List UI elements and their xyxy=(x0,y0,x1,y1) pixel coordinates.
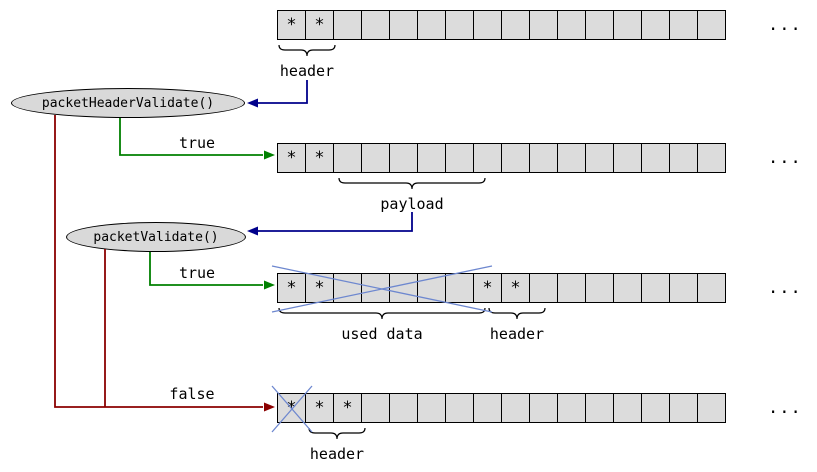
buffer-header-valid-payload: ** xyxy=(277,143,726,173)
byte-cell: * xyxy=(277,10,306,40)
byte-cell: * xyxy=(305,273,334,303)
false-arrowhead xyxy=(264,402,275,412)
byte-cell xyxy=(333,143,362,173)
payload-pointer-edge xyxy=(258,212,413,232)
byte-cell xyxy=(585,393,614,423)
byte-cell xyxy=(361,273,390,303)
byte-cell xyxy=(361,393,390,423)
byte-cell xyxy=(389,273,418,303)
byte-cell xyxy=(585,143,614,173)
byte-cell xyxy=(445,10,474,40)
row-ellipsis: ... xyxy=(768,398,802,418)
byte-cell: * xyxy=(277,273,306,303)
brace-header xyxy=(488,307,546,320)
packet-header-validate-label: packetHeaderValidate() xyxy=(41,95,215,111)
false-edge-label: false xyxy=(169,385,215,403)
header-pointer-edge xyxy=(258,80,308,104)
byte-cell xyxy=(613,273,642,303)
true-edge-label-1: true xyxy=(178,134,216,152)
row-ellipsis: ... xyxy=(768,15,802,35)
buffer-packet-valid-used-data: **** xyxy=(277,273,726,303)
byte-cell xyxy=(445,393,474,423)
byte-cell xyxy=(501,393,530,423)
header-validate-false-edge xyxy=(54,115,263,408)
byte-cell xyxy=(473,10,502,40)
byte-cell xyxy=(613,143,642,173)
byte-cell: * xyxy=(473,273,502,303)
byte-cell xyxy=(641,10,670,40)
byte-cell xyxy=(697,273,726,303)
byte-cell xyxy=(697,393,726,423)
byte-cell xyxy=(585,10,614,40)
packet-validate-true-arrowhead xyxy=(264,280,275,290)
row-ellipsis: ... xyxy=(768,278,802,298)
byte-cell: * xyxy=(333,393,362,423)
byte-cell xyxy=(361,10,390,40)
byte-cell xyxy=(613,10,642,40)
row-ellipsis: ... xyxy=(768,148,802,168)
header-pointer-arrowhead xyxy=(247,98,258,108)
byte-cell: * xyxy=(305,143,334,173)
byte-cell xyxy=(445,273,474,303)
brace-label-used-data: used data xyxy=(341,325,423,343)
byte-cell xyxy=(613,393,642,423)
byte-cell xyxy=(389,10,418,40)
byte-cell: * xyxy=(277,393,306,423)
buffer-header-invalid-skip-byte: *** xyxy=(277,393,726,423)
byte-cell xyxy=(557,10,586,40)
byte-cell xyxy=(417,273,446,303)
byte-cell xyxy=(417,143,446,173)
byte-cell xyxy=(501,143,530,173)
byte-cell xyxy=(473,143,502,173)
packet-validate-node: packetValidate() xyxy=(66,222,246,252)
brace-label-payload: payload xyxy=(380,195,444,213)
byte-cell: * xyxy=(277,143,306,173)
byte-cell xyxy=(641,273,670,303)
buffer-header-found: ** xyxy=(277,10,726,40)
brace-label-header: header xyxy=(309,445,365,463)
byte-cell xyxy=(361,143,390,173)
brace-header xyxy=(308,427,366,440)
byte-cell xyxy=(529,273,558,303)
byte-cell xyxy=(641,393,670,423)
byte-cell xyxy=(557,273,586,303)
byte-cell xyxy=(473,393,502,423)
byte-cell xyxy=(697,143,726,173)
byte-cell: * xyxy=(501,273,530,303)
byte-cell xyxy=(669,143,698,173)
true-edge-label-2: true xyxy=(178,264,216,282)
byte-cell xyxy=(557,143,586,173)
byte-cell: * xyxy=(305,10,334,40)
byte-cell: * xyxy=(305,393,334,423)
byte-cell xyxy=(501,10,530,40)
byte-cell xyxy=(669,393,698,423)
brace-label-header: header xyxy=(489,325,545,343)
byte-cell xyxy=(697,10,726,40)
byte-cell xyxy=(417,393,446,423)
brace-used-data xyxy=(278,307,486,320)
byte-cell xyxy=(333,10,362,40)
byte-cell xyxy=(641,143,670,173)
brace-header xyxy=(278,44,336,57)
byte-cell xyxy=(333,273,362,303)
byte-cell xyxy=(585,273,614,303)
byte-cell xyxy=(557,393,586,423)
byte-cell xyxy=(389,143,418,173)
brace-payload xyxy=(338,177,486,190)
byte-cell xyxy=(529,143,558,173)
byte-cell xyxy=(445,143,474,173)
byte-cell xyxy=(389,393,418,423)
byte-cell xyxy=(669,10,698,40)
byte-cell xyxy=(529,393,558,423)
byte-cell xyxy=(417,10,446,40)
brace-label-header: header xyxy=(279,62,335,80)
packet-header-validate-node: packetHeaderValidate() xyxy=(11,88,245,118)
payload-pointer-arrowhead xyxy=(247,226,258,236)
header-validate-true-arrowhead xyxy=(264,150,275,160)
byte-cell xyxy=(529,10,558,40)
packet-validate-label: packetValidate() xyxy=(93,229,219,245)
byte-cell xyxy=(669,273,698,303)
